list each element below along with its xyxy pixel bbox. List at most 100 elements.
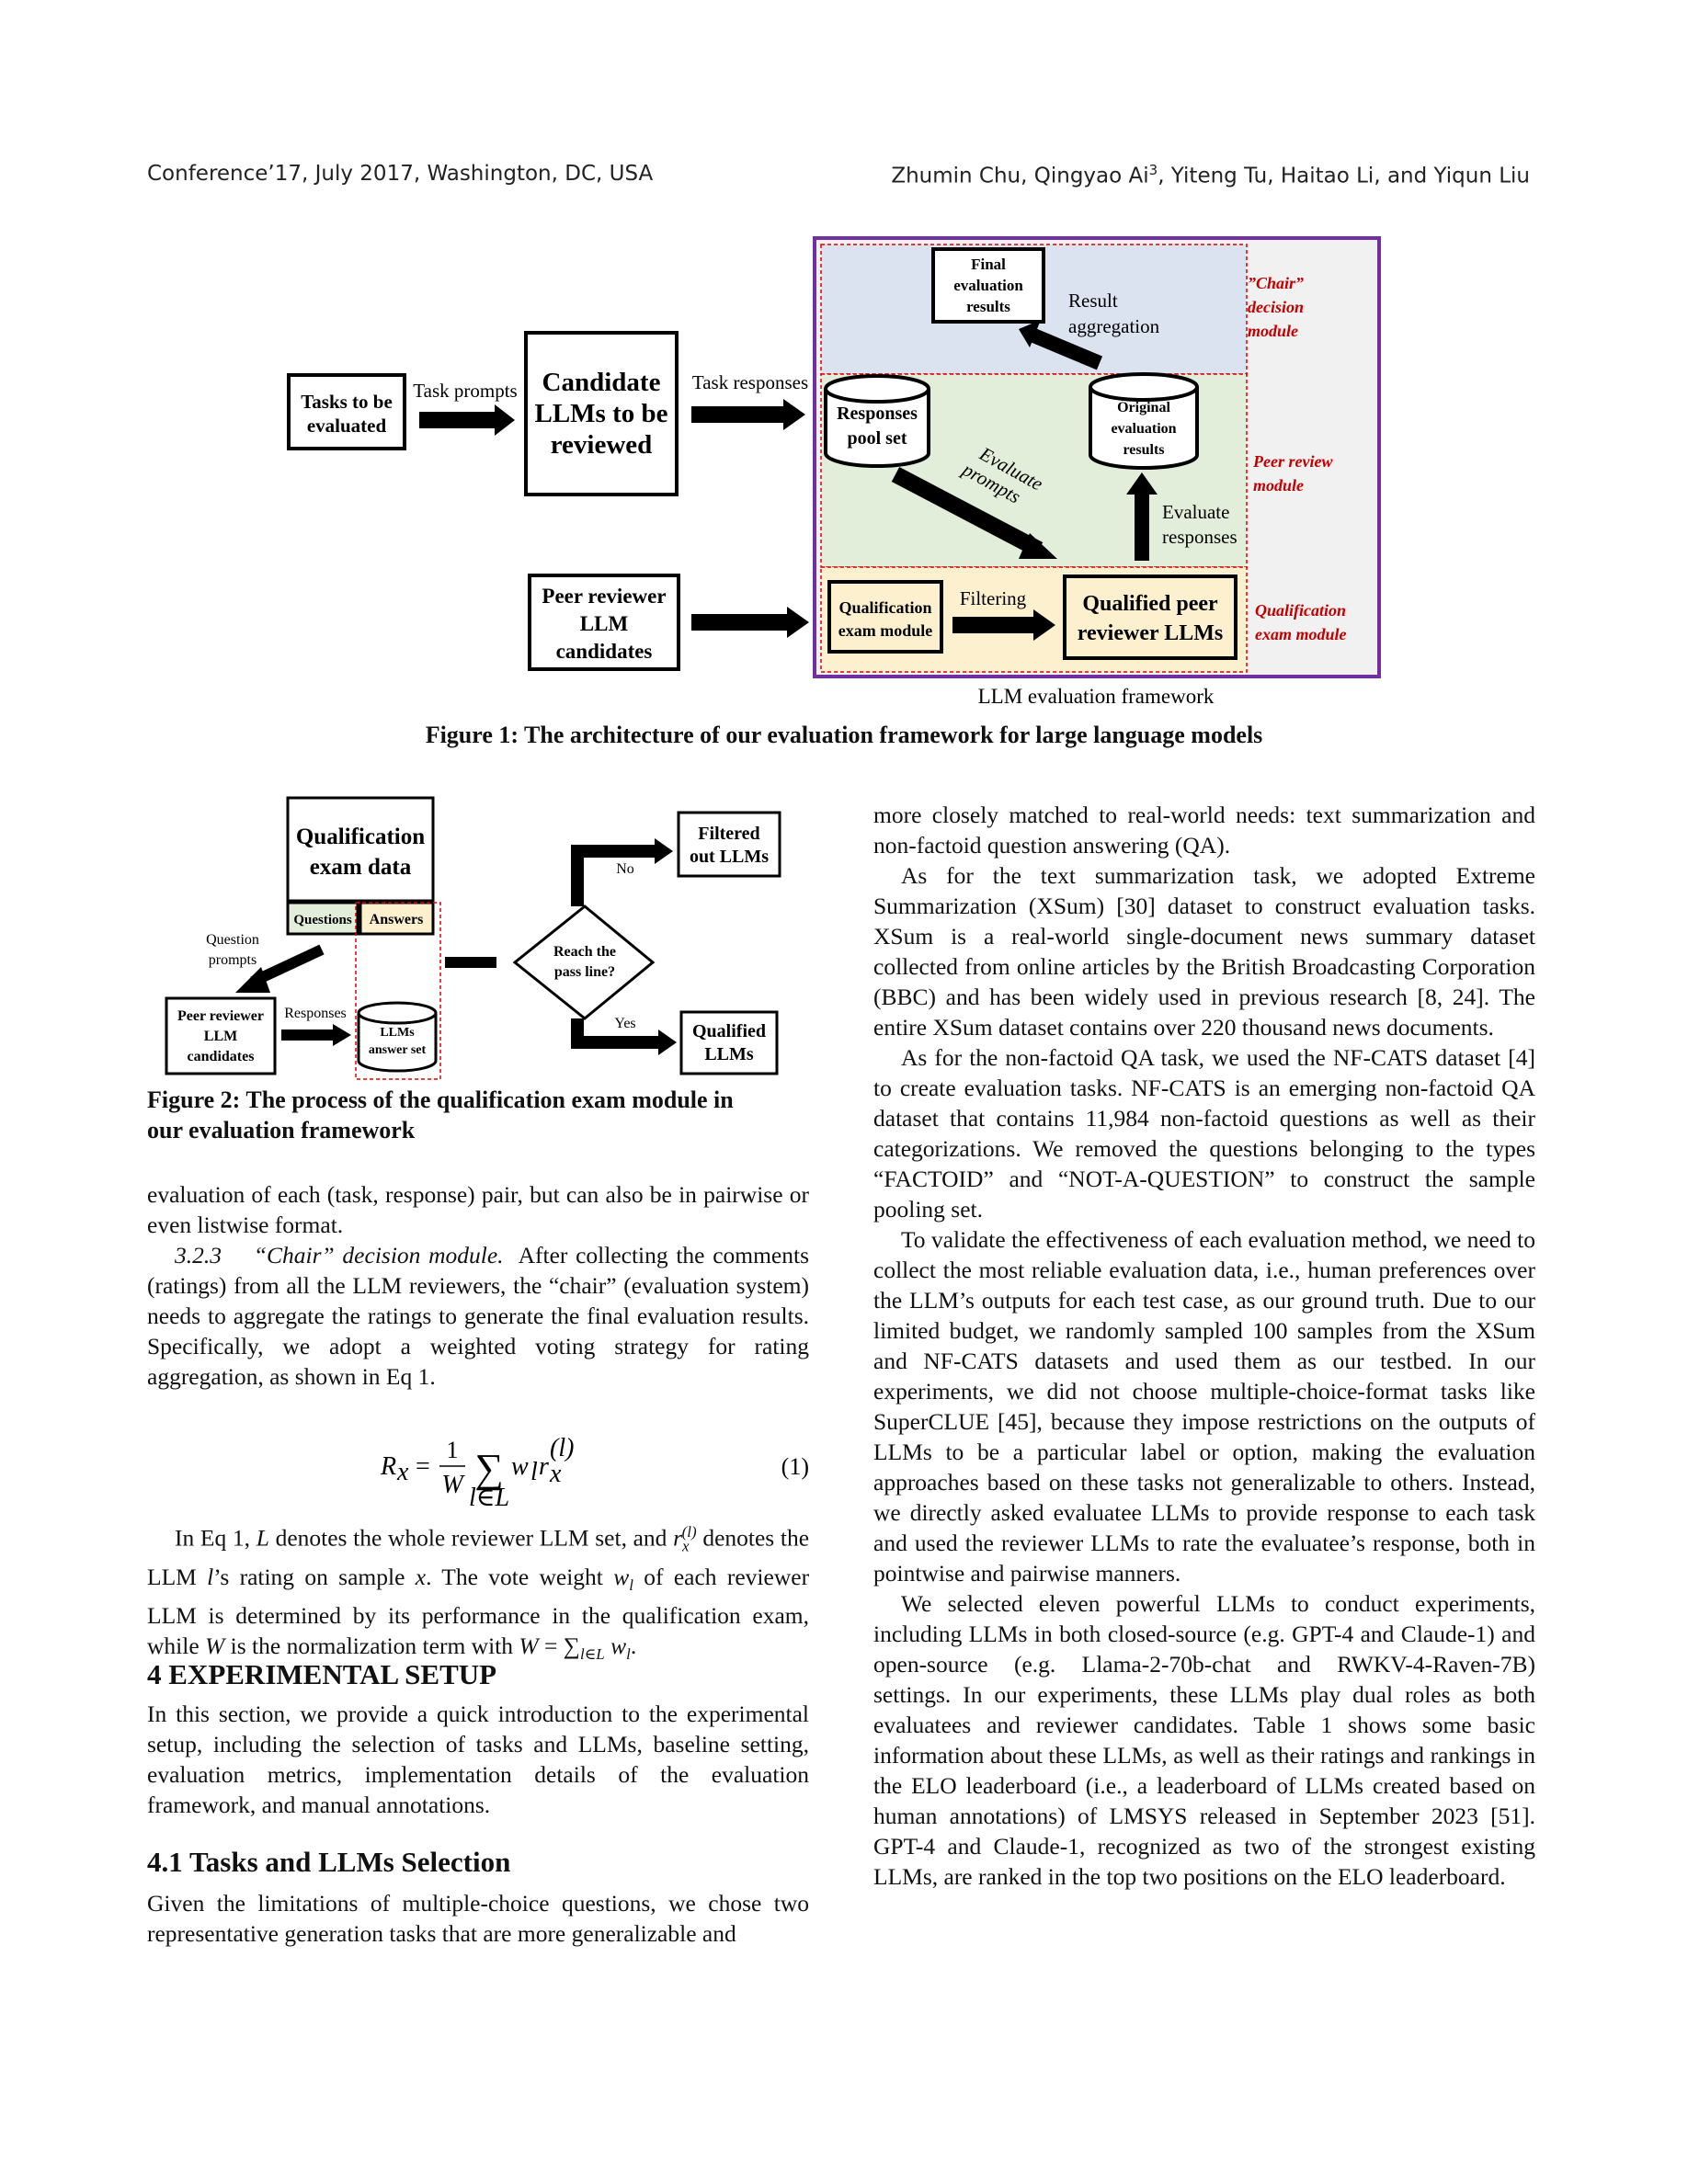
left-column-upper: evaluation of each (task, response) pair… xyxy=(147,1179,809,1392)
svg-text:l∈L: l∈L xyxy=(469,1484,509,1507)
figure-2: Qualification exam data Questions Answer… xyxy=(165,796,781,1080)
qual-data-line1: Qualification xyxy=(296,825,425,849)
right-para-3: As for the non-factoid QA task, we used … xyxy=(873,1044,1535,1223)
equation-number: (1) xyxy=(781,1453,809,1480)
original-cylinder xyxy=(1089,387,1199,470)
peer-candidates-box xyxy=(528,574,680,671)
reach-line2: pass line? xyxy=(554,964,615,980)
question-prompts-line2: prompts xyxy=(209,952,257,968)
pass-line-diamond xyxy=(512,904,656,1020)
qual-data-box xyxy=(286,796,435,903)
section-41-heading: 4.1 Tasks and LLMs Selection xyxy=(147,1846,511,1878)
responses-label: Responses xyxy=(284,1006,347,1021)
p3-c: denotes the LLM xyxy=(147,1524,810,1590)
pool-cylinder xyxy=(824,389,930,468)
task-prompts-label: Task prompts xyxy=(413,380,517,402)
svg-text:x: x xyxy=(549,1460,562,1488)
section-4-heading: 4 EXPERIMENTAL SETUP xyxy=(147,1658,497,1690)
svg-text:1: 1 xyxy=(447,1437,459,1463)
framework-label: LLM evaluation framework xyxy=(978,685,1215,708)
figure-2-caption-line1: Figure 2: The process of the qualificati… xyxy=(147,1086,734,1113)
candidate-line3: reviewed xyxy=(551,430,653,460)
qual-exam-line1: Qualification xyxy=(838,598,931,617)
right-column: more closely matched to real-world needs… xyxy=(873,800,1535,1892)
svg-text:(l): (l) xyxy=(550,1434,574,1462)
fig2-peer-box xyxy=(165,996,277,1075)
running-header-left: Conference’17, July 2017, Washington, DC… xyxy=(147,162,654,186)
left-para-2-text: After collecting the comments (ratings) … xyxy=(147,1242,810,1390)
filtered-box xyxy=(677,811,781,878)
peer-cand-line3: candidates xyxy=(556,640,653,663)
left-column-lower: In Eq 1, L denotes the whole reviewer LL… xyxy=(147,1517,809,1669)
pool-line2: pool set xyxy=(848,428,907,449)
answer-set-line2: answer set xyxy=(369,1043,427,1057)
section-41-body: Given the limitations of multiple-choice… xyxy=(147,1888,809,1949)
qualified-line1: Qualified xyxy=(692,1021,766,1041)
answer-set-cylinder xyxy=(357,1013,438,1073)
svg-text:W: W xyxy=(441,1471,465,1499)
qual-label-2: exam module xyxy=(1255,625,1347,643)
chair-label-1: ”Chair” xyxy=(1248,274,1304,292)
qualified-box xyxy=(679,1010,779,1075)
tasks-line1: Tasks to be xyxy=(301,391,393,413)
qual-exam-line2: exam module xyxy=(838,621,933,640)
p3-d: ’s rating on sample xyxy=(213,1563,405,1590)
task-responses-label: Task responses xyxy=(692,371,808,393)
left-para-5: Given the limitations of multiple-choice… xyxy=(147,1890,809,1947)
svg-text:r: r xyxy=(539,1452,549,1481)
left-para-3: In Eq 1, L denotes the whole reviewer LL… xyxy=(147,1523,810,1663)
p3-g: is the normalization term with xyxy=(230,1632,514,1659)
answer-dashed-region xyxy=(355,902,441,1080)
original-line2: evaluation xyxy=(1111,421,1176,437)
svg-text:x: x xyxy=(396,1458,409,1486)
eval-responses-line2: responses xyxy=(1162,526,1237,548)
header-authors: Zhumin Chu, Qingyao Ai xyxy=(891,164,1149,188)
arrow-no xyxy=(571,845,656,906)
chair-label-3: module xyxy=(1248,322,1298,340)
right-para-4: To validate the effectiveness of each ev… xyxy=(873,1226,1535,1587)
eval-responses-line1: Evaluate xyxy=(1162,501,1229,523)
tasks-box xyxy=(287,373,406,450)
peer-label-1: Peer review xyxy=(1252,452,1333,471)
arrow-evaluate-prompts xyxy=(891,467,1044,557)
chair-label-2: decision xyxy=(1248,298,1304,316)
svg-text:l: l xyxy=(530,1458,538,1486)
figure-2-caption: Figure 2: The process of the qualificati… xyxy=(147,1085,809,1145)
p3-f: of each reviewer LLM is determined by it… xyxy=(147,1563,810,1659)
svg-text:w: w xyxy=(511,1452,529,1481)
final-line2: evaluation xyxy=(953,277,1023,294)
peer-label-2: module xyxy=(1253,476,1304,495)
header-authors-rest: , Yiteng Tu, Haitao Li, and Yiqun Liu xyxy=(1158,164,1530,188)
figure-1-caption: Figure 1: The architecture of our evalua… xyxy=(425,722,1263,748)
right-para-1: more closely matched to real-world needs… xyxy=(873,802,1535,859)
answer-set-line1: LLMs xyxy=(380,1026,415,1040)
filtered-line2: out LLMs xyxy=(690,847,769,867)
candidate-line1: Candidate xyxy=(542,368,661,397)
qualified-line2: LLMs xyxy=(704,1044,754,1064)
filtering-label: Filtering xyxy=(960,587,1027,609)
qualified-peer-line1: Qualified peer xyxy=(1082,592,1218,616)
header-sup: 3 xyxy=(1148,162,1158,178)
right-para-5: We selected eleven powerful LLMs to cond… xyxy=(873,1590,1535,1890)
questions-box xyxy=(286,901,359,936)
svg-text:R: R xyxy=(380,1452,396,1481)
peer-cand-line2: LLM xyxy=(580,612,629,635)
candidate-line2: LLMs to be xyxy=(535,399,668,428)
equation-1: R x = 1 W ∑ l∈L w l r x (l) (1) xyxy=(147,1416,809,1512)
question-prompts-line1: Question xyxy=(206,932,259,948)
equation-svg: R x = 1 W ∑ l∈L w l r x (l) (1) xyxy=(380,1434,809,1512)
qual-data-line2: exam data xyxy=(310,855,412,880)
running-header-right: Zhumin Chu, Qingyao Ai3, Yiteng Tu, Hait… xyxy=(891,162,1530,188)
reach-line1: Reach the xyxy=(553,944,616,960)
qualified-peer-box xyxy=(1063,574,1237,660)
yes-label: Yes xyxy=(614,1016,635,1031)
left-para-1: evaluation of each (task, response) pair… xyxy=(147,1181,809,1238)
left-para-2: 3.2.3 “Chair” decision module. After col… xyxy=(147,1240,809,1392)
p3-a: In Eq 1, xyxy=(175,1524,251,1552)
arrow-yes xyxy=(571,1018,660,1049)
candidate-box xyxy=(524,331,679,496)
p3-e: . The vote weight xyxy=(426,1563,603,1590)
fig2-peer-line1: Peer reviewer xyxy=(177,1008,264,1024)
original-line3: results xyxy=(1123,442,1164,458)
figure-1: Tasks to be evaluated Task prompts Candi… xyxy=(287,236,1381,708)
